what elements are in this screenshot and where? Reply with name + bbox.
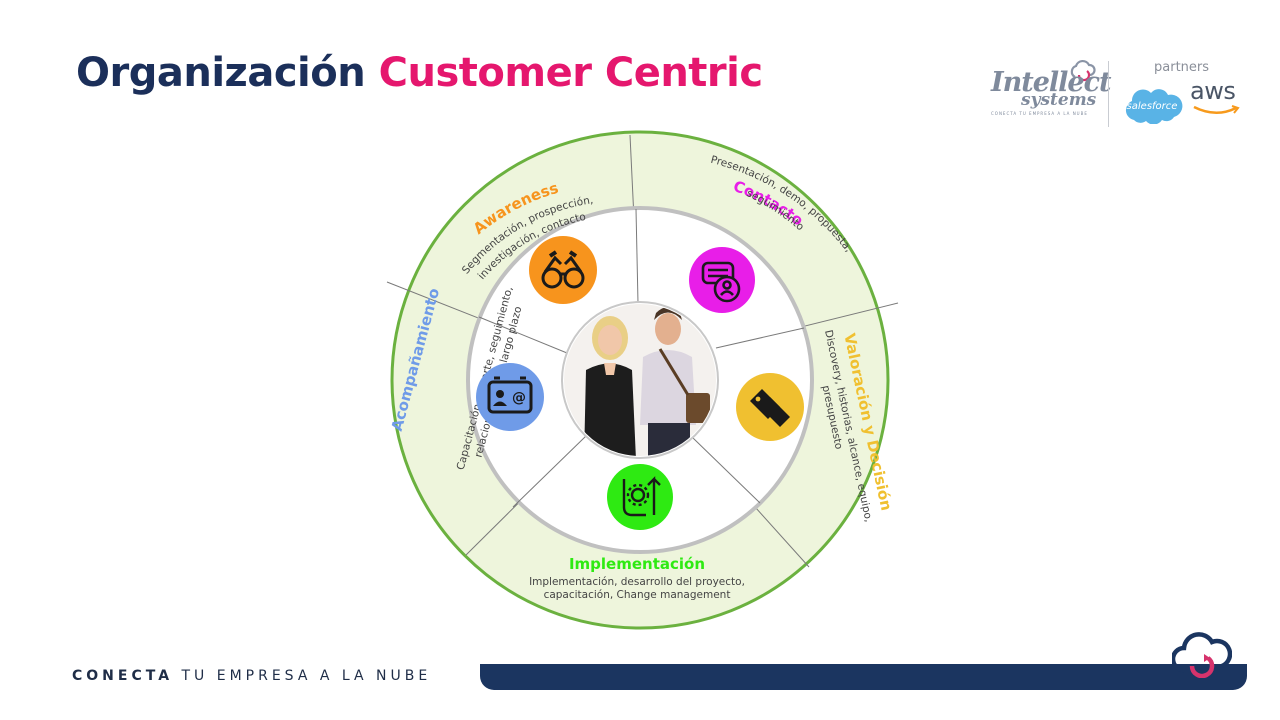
title-part-2: Customer Centric (378, 50, 763, 96)
footer-cloud-logo-icon (1172, 632, 1232, 678)
implementacion-desc-line1: Implementación, desarrollo del proyecto, (529, 576, 745, 588)
aws-logo: aws (1190, 77, 1240, 114)
footer-tagline: CONECTA TU EMPRESA A LA NUBE (72, 668, 431, 684)
process-gear-icon (607, 464, 673, 530)
intellect-logo-line2: systems (1021, 90, 1097, 110)
intellect-logo-line1: Intellect (991, 67, 1112, 98)
partners-label: partners (1154, 60, 1210, 75)
customer-centric-cycle-diagram: Awareness Segmentación, prospección, inv… (386, 130, 899, 630)
implementacion-segment: Implementación Implementación, desarroll… (529, 464, 745, 601)
inner-dividers (478, 208, 805, 508)
footer-tagline-rest: TU EMPRESA A LA NUBE (181, 668, 432, 684)
implementacion-desc-line2: capacitación, Change management (544, 589, 731, 601)
footer-tagline-bold: CONECTA (72, 668, 174, 684)
person-woman (584, 316, 636, 456)
aws-label: aws (1190, 77, 1236, 105)
contact-card-icon: @ (476, 363, 544, 431)
page-title: Organización Customer Centric (76, 50, 763, 96)
implementacion-title: Implementación (569, 555, 705, 573)
center-photo (561, 301, 719, 459)
salesforce-logo: salesforce (1125, 89, 1183, 124)
price-tags-icon (736, 373, 804, 441)
intellect-cloud-icon (1070, 59, 1096, 82)
aws-smile-icon (1193, 105, 1240, 114)
intellect-systems-logo: Intellect systems CONECTA TU EMPRESA A L… (991, 67, 1112, 116)
title-part-1: Organización (76, 50, 366, 96)
partner-logos: Intellect systems CONECTA TU EMPRESA A L… (985, 55, 1250, 130)
footer-bar (480, 664, 1247, 690)
salesforce-label: salesforce (1127, 101, 1178, 112)
chat-person-icon (689, 247, 755, 313)
svg-text:@: @ (512, 390, 526, 406)
intellect-logo-tagline: CONECTA TU EMPRESA A LA NUBE (991, 111, 1088, 116)
logo-divider (1108, 61, 1109, 127)
binoculars-icon (529, 236, 597, 304)
